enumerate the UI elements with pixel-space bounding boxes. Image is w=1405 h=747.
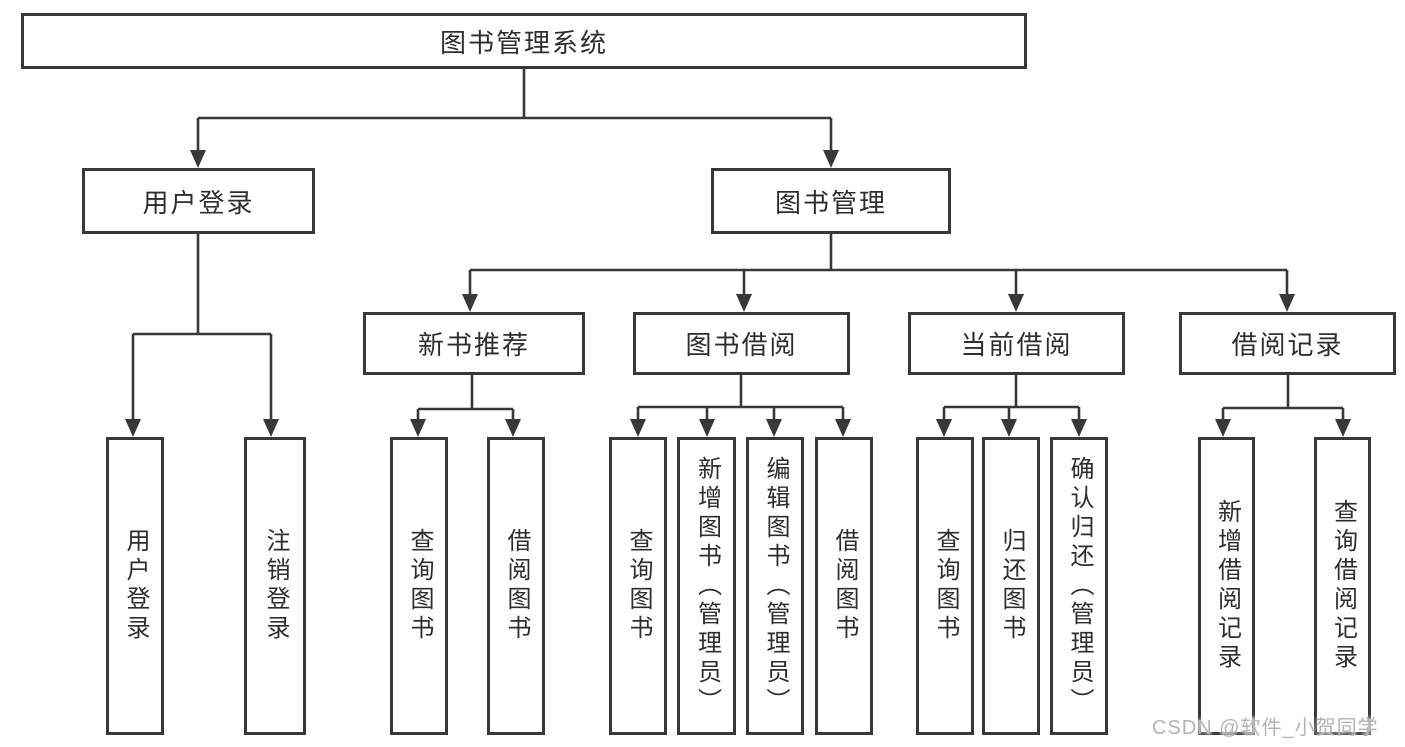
node-label: 查询图书 <box>932 528 959 644</box>
connector-current-borrowing-to-leaves <box>936 375 1087 437</box>
connector-new-book-recommendation-to-leaves <box>410 375 521 437</box>
node-leaf-confirm-return-admin: 确认归还（管理员） <box>1050 437 1108 735</box>
arrowhead <box>263 419 279 437</box>
node-label: 注销登录 <box>262 528 289 644</box>
arrowhead <box>823 150 839 168</box>
node-label: 新书推荐 <box>417 330 530 360</box>
node-user-login: 用户登录 <box>82 168 315 234</box>
node-leaf-add-borrow-record: 新增借阅记录 <box>1198 437 1255 735</box>
node-leaf-logout: 注销登录 <box>244 437 306 735</box>
node-label: 编辑图书（管理员） <box>762 455 789 717</box>
node-label: 查询图书 <box>406 528 433 644</box>
connector-line <box>468 234 1289 295</box>
connector-line <box>196 69 833 151</box>
node-leaf-borrow-books-recommend: 借阅图书 <box>487 437 545 735</box>
node-leaf-query-borrow-record: 查询借阅记录 <box>1314 437 1371 735</box>
connector-borrowing-records-to-leaves <box>1215 375 1351 437</box>
node-label: 归还图书 <box>998 528 1025 644</box>
node-new-book-recommendation: 新书推荐 <box>363 312 585 375</box>
node-book-borrowing: 图书借阅 <box>633 312 850 375</box>
connector-book-borrowing-to-leaves <box>630 375 851 437</box>
node-label: 用户登录 <box>142 187 255 218</box>
arrowhead <box>1071 419 1087 437</box>
node-label: 当前借阅 <box>960 330 1073 360</box>
node-root-library-management-system: 图书管理系统 <box>21 13 1027 69</box>
connector-root-to-level2 <box>190 69 839 168</box>
connector-book-management-to-level3 <box>462 234 1295 312</box>
node-label: 图书管理 <box>774 187 887 218</box>
node-label: 查询借阅记录 <box>1329 499 1357 673</box>
node-label: 图书借阅 <box>685 330 798 360</box>
arrowhead <box>835 419 851 437</box>
connector-line <box>1221 375 1345 420</box>
node-current-borrowing: 当前借阅 <box>908 312 1125 375</box>
node-leaf-return-book: 归还图书 <box>982 437 1040 735</box>
node-book-management: 图书管理 <box>711 168 951 234</box>
arrowhead <box>125 419 141 437</box>
node-leaf-edit-book-admin: 编辑图书（管理员） <box>746 437 804 735</box>
arrowhead <box>505 419 521 437</box>
arrowhead <box>462 294 478 312</box>
arrowhead <box>766 419 782 437</box>
node-label: 借阅图书 <box>503 528 530 644</box>
connector-user-login-to-leaves <box>125 234 279 437</box>
node-leaf-user-login: 用户登录 <box>106 437 164 735</box>
arrowhead <box>410 419 426 437</box>
csdn-watermark: CSDN @软件_小贺同学 <box>1152 717 1379 739</box>
arrowhead <box>1279 294 1295 312</box>
node-leaf-borrow-books-borrowing: 借阅图书 <box>815 437 873 735</box>
arrowhead <box>1008 294 1024 312</box>
connector-line <box>131 234 273 420</box>
node-label: 借阅记录 <box>1231 330 1344 360</box>
connector-line <box>942 375 1081 420</box>
node-label: 新增借阅记录 <box>1213 499 1241 673</box>
connector-line <box>416 375 515 420</box>
arrowhead <box>936 419 952 437</box>
connector-line <box>636 375 845 420</box>
arrowhead <box>1335 419 1351 437</box>
node-leaf-query-books-current: 查询图书 <box>916 437 974 735</box>
node-label: 查询图书 <box>625 528 652 644</box>
arrowhead <box>1001 419 1017 437</box>
node-leaf-add-book-admin: 新增图书（管理员） <box>677 437 736 735</box>
arrowhead <box>699 419 715 437</box>
arrowhead <box>736 294 752 312</box>
node-borrowing-records: 借阅记录 <box>1179 312 1396 375</box>
node-label: 新增图书（管理员） <box>693 455 721 717</box>
arrowhead <box>630 419 646 437</box>
arrowhead <box>190 150 206 168</box>
node-label: 借阅图书 <box>831 528 858 644</box>
node-label: 用户登录 <box>122 528 149 644</box>
node-leaf-query-books-recommend: 查询图书 <box>390 437 448 735</box>
node-label: 确认归还（管理员） <box>1066 455 1093 717</box>
node-label: 图书管理系统 <box>439 27 608 58</box>
arrowhead <box>1215 419 1231 437</box>
node-leaf-query-books-borrowing: 查询图书 <box>609 437 667 735</box>
